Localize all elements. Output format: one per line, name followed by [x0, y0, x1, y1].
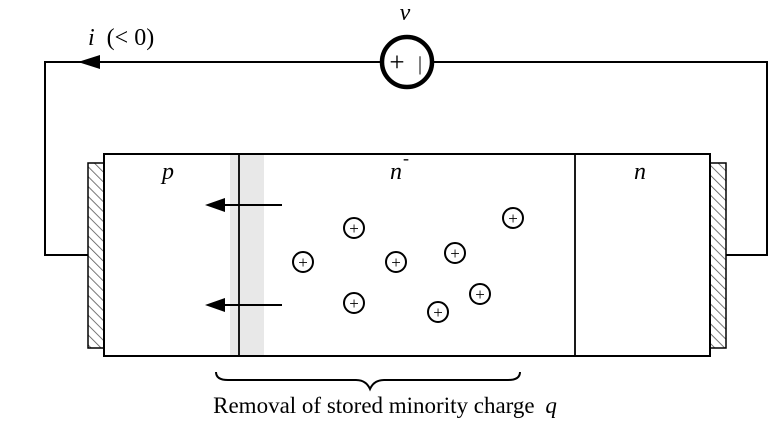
positive-charge [343, 217, 365, 239]
positive-charge [444, 242, 466, 264]
positive-charge-sign: + [298, 253, 308, 272]
positive-charge [427, 301, 449, 323]
region-label-n-minus: n [390, 159, 402, 185]
circuit-wire-right [432, 61, 768, 256]
source-minus-sign: | [418, 53, 422, 75]
caption-text: Removal of stored minority charge [213, 393, 535, 418]
positive-charge-sign: + [349, 294, 359, 313]
region-label-n: n [634, 159, 646, 185]
positive-charge [469, 283, 491, 305]
positive-charge-sign: + [433, 303, 443, 322]
positive-charge-sign: + [450, 244, 460, 263]
positive-charge-sign: + [349, 219, 359, 238]
circuit-wire [44, 61, 382, 256]
hole-flow-arrowhead [205, 298, 225, 312]
hole-flow-arrowhead [205, 198, 225, 212]
current-label: i (< 0) [88, 25, 154, 51]
left-contact [87, 162, 105, 349]
caption-symbol: q [545, 393, 557, 418]
source-plus-sign: + [389, 47, 404, 77]
region-label-n-minus-superscript: - [403, 148, 409, 168]
positive-charge-sign: + [475, 285, 485, 304]
voltage-source [379, 34, 435, 90]
charge-group: + + + + + + + + [292, 207, 524, 323]
current-condition: (< 0) [107, 25, 155, 51]
positive-charge [385, 251, 407, 273]
current-arrow [78, 55, 100, 69]
depletion-band [230, 154, 264, 356]
positive-charge-sign: + [508, 209, 518, 228]
semiconductor-body [103, 153, 711, 357]
region-label-p: p [160, 159, 174, 185]
voltage-label: v [400, 0, 411, 26]
positive-charge-sign: + [391, 253, 401, 272]
positive-charge [343, 292, 365, 314]
right-contact [709, 162, 727, 349]
current-symbol: i [88, 25, 95, 51]
positive-charge [292, 251, 314, 273]
caption: Removal of stored minority charge q [213, 393, 557, 418]
caption-brace [215, 371, 521, 392]
positive-charge [502, 207, 524, 229]
